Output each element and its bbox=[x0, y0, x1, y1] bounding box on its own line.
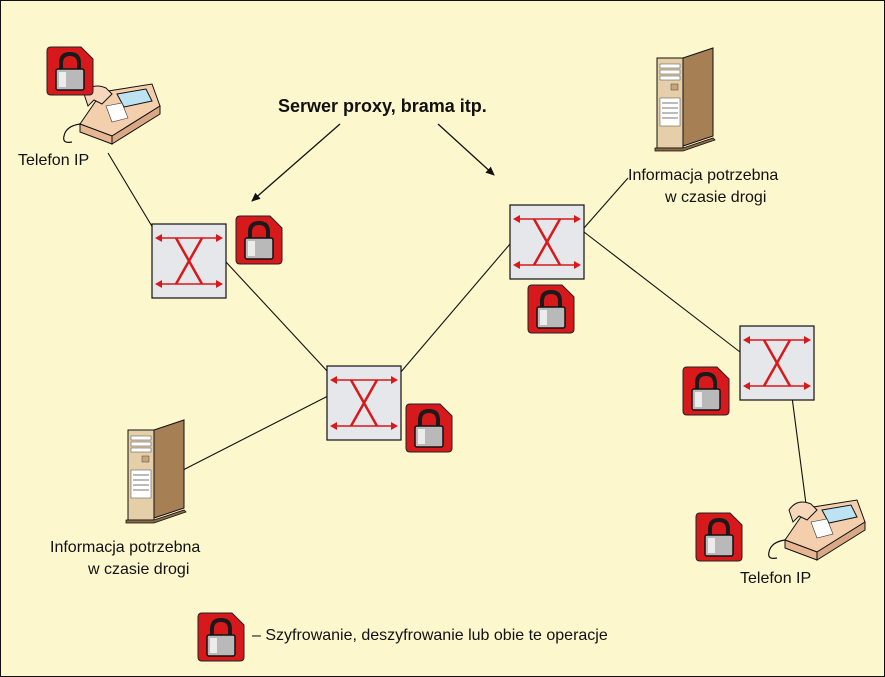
switch-icon bbox=[325, 364, 403, 442]
title-arrows bbox=[251, 123, 495, 202]
server-top-label-line2: w czasie drogi bbox=[665, 189, 767, 206]
phone-top-label: Telefon IP bbox=[18, 152, 90, 169]
padlock-icon bbox=[196, 611, 246, 663]
switch-icon bbox=[738, 324, 816, 402]
legend-text: – Szyfrowanie, deszyfrowanie lub obie te… bbox=[252, 627, 608, 644]
padlock-icon bbox=[694, 511, 744, 563]
padlock-icon bbox=[526, 283, 576, 335]
server-bottom-label-line2: w czasie drogi bbox=[88, 561, 190, 578]
ip-phone-icon bbox=[768, 499, 866, 561]
phone-bottom-label: Telefon IP bbox=[740, 570, 812, 587]
server-icon bbox=[654, 47, 716, 152]
padlock-icon bbox=[234, 214, 284, 266]
padlock-icon bbox=[681, 365, 731, 417]
server-bottom-label-line1: Informacja potrzebna bbox=[50, 539, 201, 556]
padlock-icon bbox=[404, 402, 454, 454]
diagram-title: Serwer proxy, brama itp. bbox=[278, 96, 487, 116]
switch-icon bbox=[150, 222, 228, 300]
server-icon bbox=[125, 419, 187, 524]
switch-icon bbox=[508, 203, 586, 281]
server-top-label-line1: Informacja potrzebna bbox=[628, 167, 779, 184]
connection-lines bbox=[107, 152, 807, 505]
padlock-icon bbox=[45, 45, 95, 97]
